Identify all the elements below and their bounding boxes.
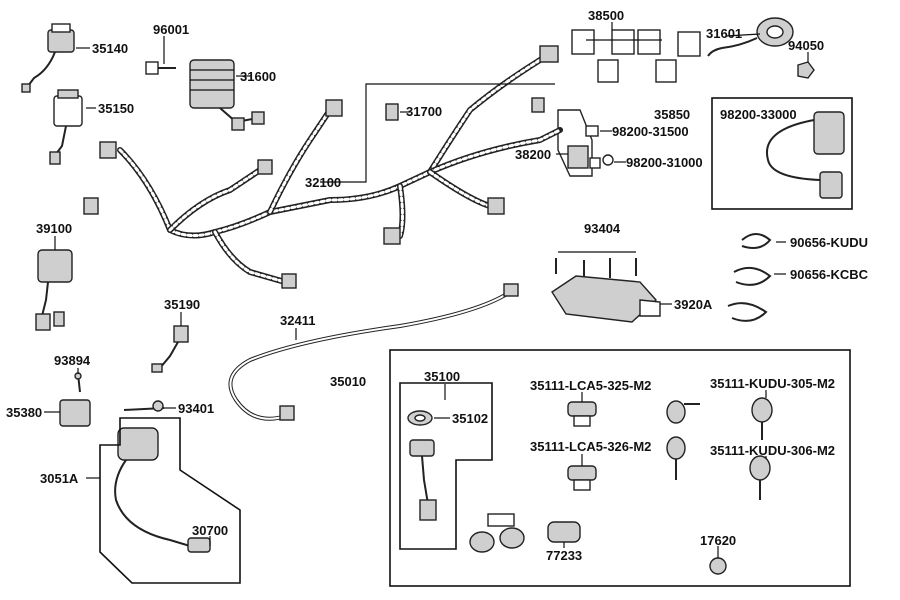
cable-32411-icon <box>228 283 519 421</box>
switch-35140-icon <box>21 23 75 93</box>
spark-plug-cap-30700-icon <box>187 537 211 553</box>
label-35140: 35140 <box>92 41 128 56</box>
box-35850 <box>711 97 853 210</box>
ignition-coil-3051a-icon <box>114 427 191 547</box>
label-35111-lca5-325-m2: 35111-LCA5-325-M2 <box>530 378 651 393</box>
label-90656-kudu: 90656-KUDU <box>790 235 868 250</box>
label-31700: 31700 <box>406 104 442 119</box>
relay-group-38500-icon <box>571 29 701 83</box>
ignition-switch-31601-icon <box>707 17 794 57</box>
key-35111-lca5-325-icon <box>567 401 597 427</box>
leader-lines <box>44 22 809 558</box>
key-set-icon <box>469 513 525 553</box>
label-3051a: 3051A <box>40 471 79 486</box>
label-38200: 38200 <box>515 147 551 162</box>
label-93894: 93894 <box>54 353 91 368</box>
label-35111-kudu-305-m2: 35111-KUDU-305-M2 <box>710 376 835 391</box>
label-35150: 35150 <box>98 101 134 116</box>
label-39100: 39100 <box>36 221 72 236</box>
sensor-35380-icon <box>59 399 91 427</box>
label-35010: 35010 <box>330 374 366 389</box>
label-94050: 94050 <box>788 38 824 53</box>
starter-relay-35850-icon <box>765 111 845 199</box>
label-30700: 30700 <box>192 523 228 538</box>
relay-35150-icon <box>49 89 83 165</box>
label-98200-31000: 98200-31000 <box>626 155 703 170</box>
box-35010 <box>389 349 851 587</box>
module-39100-icon <box>35 249 73 331</box>
label-17620: 17620 <box>700 533 736 548</box>
label-31600: 31600 <box>240 69 276 84</box>
key-35111-kudu-305-icon <box>751 397 773 440</box>
clamp-90656-kcbc-icon <box>727 266 772 322</box>
label-38500: 38500 <box>588 8 624 23</box>
label-35380: 35380 <box>6 405 42 420</box>
label-35111-kudu-306-m2: 35111-KUDU-306-M2 <box>710 443 835 458</box>
label-35850: 35850 <box>654 107 690 122</box>
label-98200-31500: 98200-31500 <box>612 124 689 139</box>
label-77233: 77233 <box>546 548 582 563</box>
key-35111-kudu-306-icon <box>749 455 771 500</box>
bolt-93401-icon <box>123 400 165 412</box>
seal-35102-icon <box>407 410 433 426</box>
nut-94050-icon <box>797 61 815 79</box>
main-wiring-harness-32100-icon <box>83 45 563 289</box>
bracket-32100 <box>320 83 555 183</box>
label-32100: 32100 <box>305 175 341 190</box>
box-3051a <box>99 417 241 584</box>
label-35102: 35102 <box>452 411 488 426</box>
clamp-90656-kudu-icon <box>741 233 772 249</box>
relay-31700-icon <box>385 103 399 121</box>
label-31601: 31601 <box>706 26 742 41</box>
label-3920a: 3920A <box>674 297 713 312</box>
regulator-31600-icon <box>189 59 265 131</box>
label-98200-33000: 98200-33000 <box>720 107 797 122</box>
switch-35100-icon <box>409 439 437 521</box>
screw-93894-icon <box>74 372 82 393</box>
part-labels: 35140 96001 31600 35150 38500 31601 9405… <box>6 8 869 563</box>
plug-17620-icon <box>709 557 727 575</box>
label-32411: 32411 <box>280 313 315 328</box>
key-35111-lca5-326-icon <box>567 465 597 491</box>
label-96001: 96001 <box>153 22 189 37</box>
bolts-93404-icon <box>555 258 637 278</box>
label-90656-kcbc: 90656-KCBC <box>790 267 869 282</box>
label-93401: 93401 <box>178 401 214 416</box>
box-35100 <box>399 382 493 550</box>
label-93404: 93404 <box>584 221 621 236</box>
ecu-3920a-icon <box>551 275 661 323</box>
fuse-box-38200-icon <box>557 109 614 177</box>
bolt-96001-icon <box>145 61 176 75</box>
label-35111-lca5-326-m2: 35111-LCA5-326-M2 <box>530 439 651 454</box>
keys-pair-icon <box>666 400 700 480</box>
sensor-35190-icon <box>151 325 189 373</box>
label-35190: 35190 <box>164 297 200 312</box>
clip-77233-icon <box>547 521 581 543</box>
label-35100: 35100 <box>424 369 460 384</box>
